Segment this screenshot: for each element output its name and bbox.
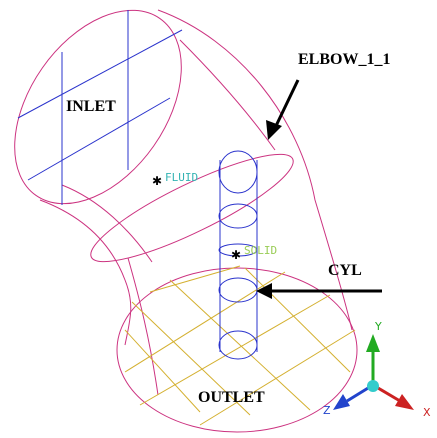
svg-text:✱: ✱	[152, 174, 162, 188]
outlet-grid	[124, 265, 356, 426]
inlet-label: INLET	[66, 98, 116, 115]
inlet-grid	[17, 10, 183, 205]
cylinder[interactable]	[218, 150, 258, 360]
axis-origin-icon	[367, 380, 379, 392]
cyl-label: CYL	[328, 262, 362, 279]
cyl-arrow	[256, 283, 382, 299]
axis-z-label: Z	[323, 404, 331, 417]
outlet-face	[116, 267, 358, 433]
axis-triad: Y X Z	[323, 320, 431, 419]
svg-text:✱: ✱	[231, 248, 241, 262]
elbow-body	[14, 9, 358, 433]
axis-y-label: Y	[374, 320, 382, 333]
elbow-inner-edge	[39, 199, 132, 346]
elbow-long-line-2	[179, 39, 276, 151]
elbow-label: ELBOW_1_1	[298, 51, 390, 68]
fluid-marker: ✱ FLUID	[152, 171, 198, 188]
axis-y-arrow-icon	[366, 334, 380, 352]
axis-x-arrow-icon	[395, 394, 414, 410]
outlet-label: OUTLET	[198, 389, 265, 406]
axis-x-label: X	[423, 406, 431, 419]
elbow-long-line-1	[61, 184, 153, 263]
mid-section	[90, 153, 294, 263]
solid-label: SOLID	[244, 244, 277, 257]
elbow-long-line-3	[127, 257, 159, 396]
solid-marker: ✱ SOLID	[231, 244, 277, 262]
axis-z-arrow-icon	[333, 394, 350, 410]
elbow-arrow	[266, 79, 300, 140]
inlet-face	[14, 9, 182, 205]
elbow-outer-edge	[157, 9, 353, 331]
fluid-label: FLUID	[165, 171, 198, 184]
